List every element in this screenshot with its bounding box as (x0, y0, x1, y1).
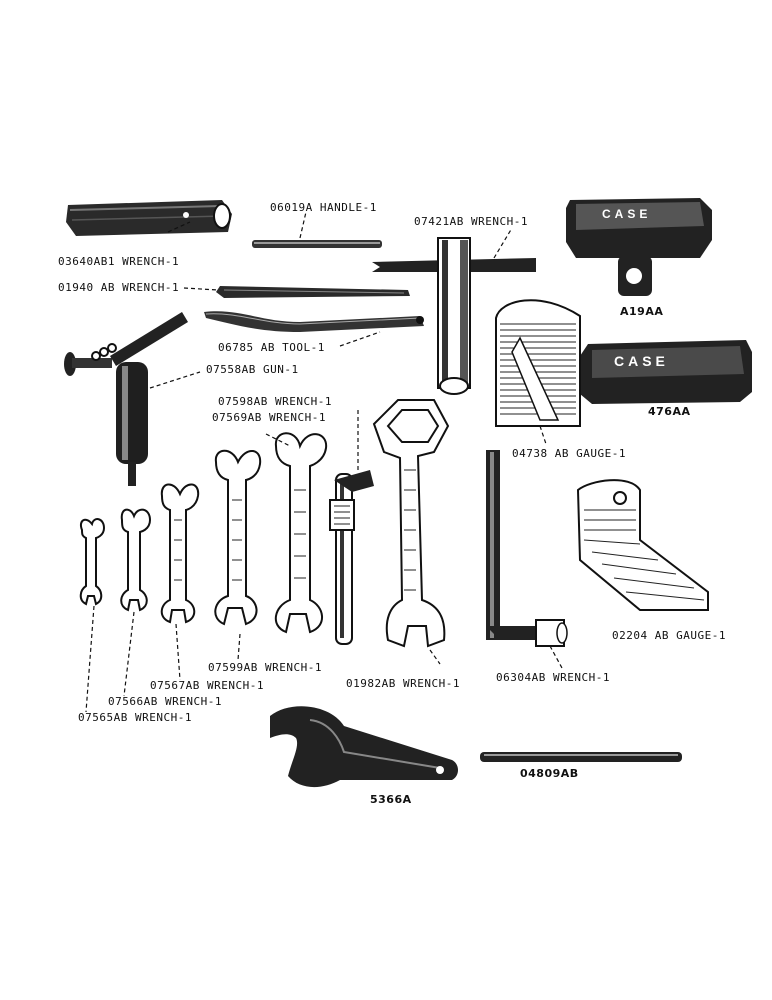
open-end-wrench-07569 (274, 432, 328, 634)
label-a19aa: A19AA (620, 305, 664, 318)
leader-07569 (265, 433, 291, 447)
tool-box-a19aa: CASE (566, 198, 712, 296)
label-476aa: 476AA (648, 405, 691, 418)
angle-gauge-block (495, 299, 581, 427)
label-07567: 07567AB WRENCH-1 (150, 679, 264, 692)
label-01982: 01982AB WRENCH-1 (346, 677, 460, 690)
label-07566: 07566AB WRENCH-1 (108, 695, 222, 708)
label-06019: 06019A HANDLE-1 (270, 201, 377, 214)
label-07558: 07558AB GUN-1 (206, 363, 299, 376)
hex-socket-wrench-bar (66, 200, 232, 236)
leader-01982 (429, 649, 441, 665)
leader-06785 (339, 331, 381, 347)
leader-07558 (149, 371, 201, 389)
leader-06019 (299, 211, 307, 239)
t-socket-wrench (372, 237, 536, 395)
leader-07565 (85, 605, 95, 713)
label-07565: 07565AB WRENCH-1 (78, 711, 192, 724)
open-end-wrench-07567 (160, 483, 200, 624)
label-01940: 01940 AB WRENCH-1 (58, 281, 180, 294)
label-07599: 07599AB WRENCH-1 (208, 661, 322, 674)
label-04738: 04738 AB GAUGE-1 (512, 447, 626, 460)
label-04809: 04809AB (520, 767, 579, 780)
label-07598: 07598AB WRENCH-1 (218, 395, 332, 408)
leader-06304 (549, 645, 563, 669)
flat-bar-wrench (216, 286, 410, 298)
leader-07421 (493, 227, 513, 259)
label-02204: 02204 AB GAUGE-1 (612, 629, 726, 642)
rod-04809 (480, 752, 682, 762)
open-end-wrench-07566 (120, 508, 152, 612)
open-end-wrench-07565 (79, 518, 106, 606)
leader-07567 (175, 623, 181, 681)
grease-gun (64, 312, 188, 486)
label-5366a: 5366A (370, 793, 412, 806)
label-06304: 06304AB WRENCH-1 (496, 671, 610, 684)
leader-07566 (123, 611, 135, 697)
tool-box-476aa: CASE (580, 340, 752, 404)
label-03640: 03640AB1 WRENCH-1 (58, 255, 180, 268)
label-07569: 07569AB WRENCH-1 (212, 411, 326, 424)
l-socket-wrench (486, 450, 568, 647)
leader-04738 (539, 425, 547, 445)
leader-01940 (183, 287, 219, 291)
label-07421: 07421AB WRENCH-1 (414, 215, 528, 228)
case-lettering-top: CASE (602, 207, 651, 221)
open-end-wrench-07599 (214, 449, 262, 626)
curved-tool (204, 311, 424, 332)
spanner-wrench (270, 706, 458, 788)
bent-plate-gauge (576, 479, 709, 611)
case-lettering-bottom: CASE (614, 353, 669, 369)
label-06785: 06785 AB TOOL-1 (218, 341, 325, 354)
handle-rod (252, 240, 382, 248)
leader-07599 (237, 633, 241, 661)
pipe-wrench (329, 470, 374, 645)
hex-box-wrench (372, 399, 450, 648)
